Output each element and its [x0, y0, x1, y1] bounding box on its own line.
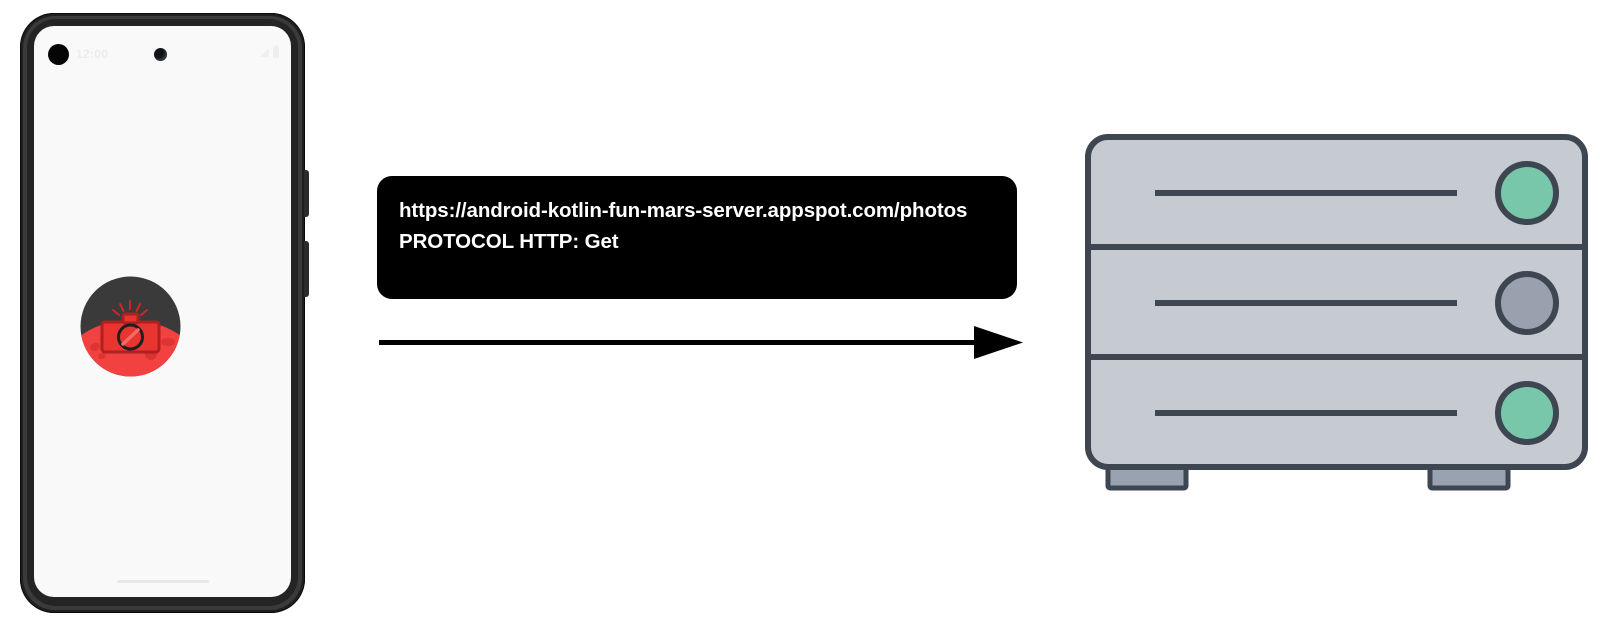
- android-phone-mockup: 12:00: [20, 13, 309, 613]
- battery-icon: [273, 45, 279, 58]
- http-request-callout: https://android-kotlin-fun-mars-server.a…: [377, 176, 1017, 299]
- status-indicator-dot: [48, 44, 69, 65]
- power-button[interactable]: [304, 170, 309, 217]
- status-bar-icons: [260, 45, 279, 58]
- phone-screen: 12:00: [34, 26, 291, 597]
- mars-photos-app-logo: [80, 276, 181, 377]
- request-protocol-text: PROTOCOL HTTP: Get: [399, 230, 619, 253]
- server-unit-1: [1155, 161, 1559, 225]
- request-direction-arrow: [378, 325, 1023, 361]
- signal-bars-icon: [260, 48, 269, 57]
- volume-rocker[interactable]: [304, 241, 309, 297]
- home-gesture-bar[interactable]: [116, 580, 209, 583]
- front-camera-icon: [154, 48, 167, 61]
- web-server-graphic: [1060, 125, 1600, 500]
- server-unit-2: [1155, 271, 1559, 335]
- status-bar-time: 12:00: [76, 47, 109, 61]
- server-unit-3: [1155, 381, 1559, 445]
- status-bar: 12:00: [34, 26, 291, 70]
- request-url-text: https://android-kotlin-fun-mars-server.a…: [399, 199, 968, 222]
